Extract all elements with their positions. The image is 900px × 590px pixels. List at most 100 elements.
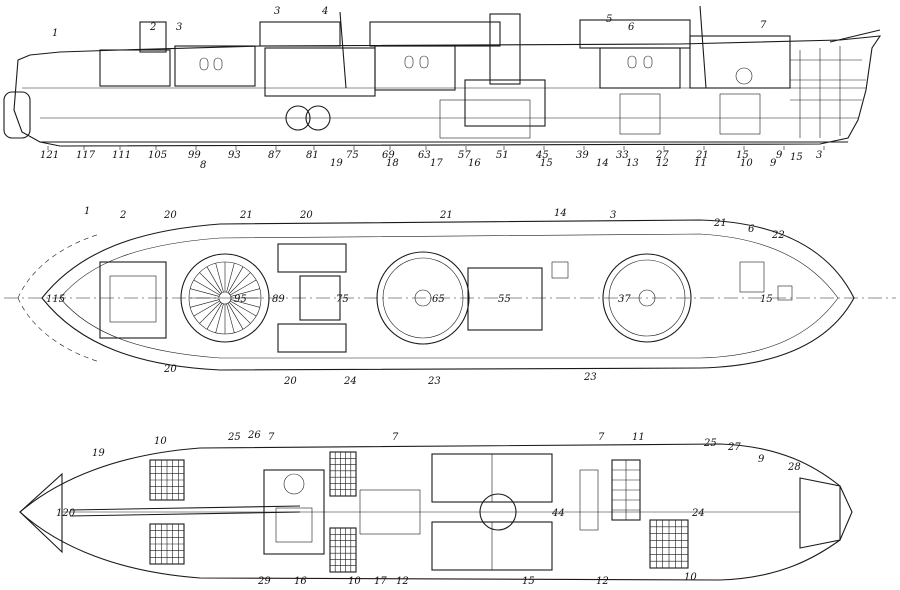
- central-house: [467, 267, 543, 331]
- side-callout: 11: [694, 158, 707, 169]
- aft-turret: [174, 45, 256, 87]
- side-frame-label: 3: [816, 150, 822, 161]
- side-callout: 16: [468, 158, 481, 169]
- aft-house: [99, 49, 171, 87]
- side-frame-label: 87: [268, 150, 281, 161]
- lower-deck-hull-outline: [19, 443, 841, 581]
- side-callout: 3: [176, 22, 182, 33]
- upper-deck-frame-number: 89: [272, 294, 285, 305]
- side-callout: 12: [656, 158, 669, 169]
- lower-deck-callout: 7: [392, 432, 399, 443]
- lower-deck-callout: 10: [684, 572, 697, 583]
- side-frame-label: 33: [616, 150, 629, 161]
- side-frame-label: 81: [306, 150, 319, 161]
- side-callout: 15: [790, 152, 803, 163]
- upper-deck-callout: 20: [283, 376, 297, 387]
- central-boiler: [479, 493, 517, 531]
- lower-deck-callout: 25: [703, 438, 717, 449]
- upper-deck-callout: 3: [610, 210, 616, 221]
- upper-deck-frame-number: 75: [336, 294, 349, 305]
- lower-deck-callout: 27: [727, 442, 741, 453]
- side-frame-label: 75: [346, 150, 359, 161]
- side-callout: 2: [149, 22, 156, 33]
- side-callout: 6: [628, 22, 635, 33]
- midship-turret-ring: [376, 251, 470, 345]
- side-callout: 18: [386, 158, 399, 169]
- lower-deck-callout: 16: [294, 576, 307, 587]
- lower-deck-callout: 17: [374, 576, 387, 587]
- engine-wheel: [285, 105, 311, 131]
- engine-block: [263, 469, 325, 555]
- upper-deck-callout: 2: [119, 210, 126, 221]
- side-callout: 5: [606, 14, 612, 25]
- lower-deck-callout: 25: [227, 432, 241, 443]
- upper-deck-plan-view: [4, 219, 896, 371]
- upper-deck-hull-outline: [41, 219, 855, 371]
- side-frame-label: 121: [40, 150, 59, 161]
- upper-deck-callout: 23: [427, 376, 441, 387]
- side-frame-label: 117: [76, 150, 96, 161]
- forward-turret: [599, 47, 681, 89]
- side-frame-label: 45: [535, 150, 549, 161]
- side-callout: 4: [321, 6, 328, 17]
- upper-deck-frame-number: 55: [498, 294, 511, 305]
- upper-deck-callout: 6: [748, 224, 755, 235]
- lower-deck-callout: 26: [247, 430, 261, 441]
- lower-deck-callout: 12: [596, 576, 609, 587]
- aft-turret-ring: [180, 253, 270, 343]
- lower-deck-callout: 10: [154, 436, 167, 447]
- upper-deck-frame-number: 95: [234, 294, 247, 305]
- stern-rudder: [3, 91, 31, 139]
- upper-deck-callout: 21: [439, 210, 453, 221]
- lower-deck-callout: 28: [787, 462, 801, 473]
- upper-deck-callout: 20: [299, 210, 313, 221]
- side-frame-label: 93: [228, 150, 241, 161]
- lower-deck-frame-number: 120: [56, 508, 76, 519]
- upper-deck-callout: 21: [713, 218, 727, 229]
- side-callout: 19: [330, 158, 343, 169]
- side-callout: 17: [430, 158, 443, 169]
- fore-mast: [699, 5, 707, 89]
- side-callout: 9: [770, 158, 777, 169]
- side-callout: 14: [596, 158, 609, 169]
- aft-mast: [339, 11, 347, 89]
- side-callout: 8: [200, 160, 206, 171]
- upper-deck-callout: 22: [771, 230, 785, 241]
- side-callout: 10: [740, 158, 753, 169]
- side-frame-label: 105: [148, 150, 167, 161]
- side-frame-label: 57: [458, 150, 471, 161]
- lower-deck-callout: 15: [522, 576, 535, 587]
- side-frame-label: 21: [695, 150, 709, 161]
- upper-deck-callout: 14: [554, 208, 567, 219]
- lower-deck-callout: 12: [396, 576, 409, 587]
- side-frame-label: 51: [496, 150, 509, 161]
- funnel: [489, 13, 521, 85]
- lower-deck-callout: 7: [268, 432, 275, 443]
- bowsprit: [829, 29, 881, 43]
- side-callout: 7: [760, 20, 767, 31]
- upper-deck-frame-number: 15: [760, 294, 773, 305]
- lower-deck-callout: 11: [632, 432, 645, 443]
- side-frame-label: 27: [655, 150, 669, 161]
- upper-deck-callout: 1: [84, 206, 90, 217]
- side-frame-label: 15: [736, 150, 749, 161]
- upper-deck-callout: 20: [163, 364, 177, 375]
- upper-deck-frame-number: 37: [618, 294, 631, 305]
- side-frame-label: 111: [112, 150, 131, 161]
- bow-section: [799, 477, 853, 549]
- midship-turret: [374, 45, 456, 91]
- side-frame-label: 9: [776, 150, 783, 161]
- lower-deck-frame-number: 44: [551, 508, 565, 519]
- lower-deck-plan-view: [19, 443, 853, 581]
- upper-deck-callout: 20: [163, 210, 177, 221]
- lower-deck-callout: 29: [257, 576, 271, 587]
- side-frame-label: 39: [576, 150, 589, 161]
- upper-deck-callout: 24: [343, 376, 357, 387]
